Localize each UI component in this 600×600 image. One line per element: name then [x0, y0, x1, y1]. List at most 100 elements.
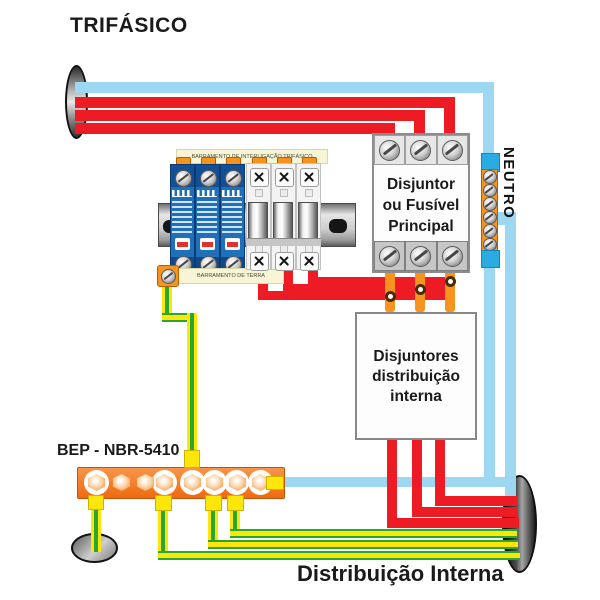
- neutral-wire-top-horizontal: [75, 82, 494, 93]
- breaker-module-1: [246, 157, 271, 271]
- neutral-bus-screw: [482, 237, 497, 251]
- dps-rating-text: [197, 201, 217, 235]
- diagram-title: TRIFÁSICO: [70, 14, 188, 37]
- neutral-bus-screw: [482, 197, 497, 211]
- distribution-label-line3: interna: [390, 388, 442, 405]
- breaker-toggle: [248, 202, 268, 242]
- phase-l2-wire-horizontal: [75, 110, 425, 121]
- breaker-module-3: [296, 157, 321, 271]
- dps-terminal-comb: [222, 190, 242, 197]
- terminal-cell: [405, 135, 437, 165]
- earth-wire-dps-vertical-2: [187, 313, 197, 453]
- dps-status-window: [225, 238, 240, 250]
- dps-status-window: [200, 238, 215, 250]
- earth-wire-bep6-vertical: [208, 510, 218, 549]
- breaker-bottom-screw: [275, 252, 294, 271]
- terminal-screw: [379, 139, 401, 161]
- breaker-toggle: [273, 202, 293, 242]
- breaker-bottom-screw: [250, 252, 269, 271]
- earth-wire-ground-rod: [91, 509, 101, 552]
- earth-wire-bep7-horizontal: [230, 529, 517, 538]
- dps-module-2: [195, 157, 220, 277]
- phase-l1-wire-vertical: [444, 97, 455, 137]
- main-breaker-label: Disjuntor ou Fusível Principal: [374, 174, 468, 237]
- wire-lug-top5: [184, 450, 200, 468]
- dps-module-3: [220, 157, 245, 277]
- earth-wire-bep6-horizontal: [208, 540, 518, 549]
- earth-wire-bep4-horizontal: [158, 551, 520, 560]
- phase-l1-wire-horizontal: [75, 97, 455, 108]
- neutral-wire-bus-down-vertical: [484, 266, 495, 487]
- dps-terminal-comb: [197, 190, 217, 197]
- breaker-out-l3-horizontal: [308, 277, 455, 286]
- dist-l2-vertical: [412, 440, 422, 517]
- neutral-bus-screw: [482, 224, 497, 238]
- terminal-screw: [379, 245, 401, 267]
- bep-hex-terminal-1: [87, 474, 106, 491]
- load-wire-l1: [385, 268, 395, 312]
- neutral-wire-top-vertical: [483, 82, 494, 158]
- breaker-bottom-screw: [300, 252, 319, 271]
- dps-top-screw: [200, 170, 217, 187]
- wire-lug-bottom1: [88, 495, 104, 510]
- dist-l2-horizontal: [412, 507, 517, 517]
- breaker-module-2: [271, 157, 296, 271]
- din-rail-slot-right: [329, 219, 347, 233]
- distribution-label-line1: Disjuntores: [373, 348, 459, 365]
- neutral-bep-bond-wire: [282, 477, 512, 487]
- neutral-bus-screw: [482, 183, 497, 197]
- wire-lug-right8: [266, 476, 284, 490]
- earth-wire-dps-vertical-1: [162, 284, 172, 322]
- main-breaker-label-line3: Principal: [388, 218, 454, 235]
- breaker-out-l2-horizontal: [283, 284, 455, 293]
- terminal-cell: [405, 241, 437, 271]
- terminal-cell: [436, 241, 468, 271]
- terminal-cell: [374, 241, 406, 271]
- neutral-bus-bottom-connector: [481, 250, 500, 268]
- neutral-branch-vertical: [505, 212, 516, 500]
- dps-status-flag: [227, 242, 238, 247]
- breaker-out-l2-vertical: [283, 269, 293, 293]
- dps-module-1: [170, 157, 195, 277]
- distribution-breakers-box: Disjuntores distribuição interna: [355, 312, 477, 440]
- breaker-out-l1-horizontal: [258, 291, 455, 300]
- breaker-top-screw: [300, 168, 319, 187]
- earth-wire-bep4-vertical: [158, 510, 168, 560]
- terminal-cell: [436, 135, 468, 165]
- breaker-top-screw: [275, 168, 294, 187]
- bep-hex-terminal-3: [136, 474, 155, 491]
- dps-terminal-comb: [172, 190, 192, 197]
- bep-hex-terminal-7: [228, 474, 247, 491]
- terminal-screw: [161, 269, 176, 284]
- dps-rating-text: [222, 201, 242, 235]
- phase-l3-wire-horizontal: [75, 123, 395, 134]
- terminal-cell: [374, 135, 406, 165]
- bep-hex-terminal-2: [112, 474, 131, 491]
- main-breaker: Disjuntor ou Fusível Principal: [372, 133, 470, 273]
- dist-l1-vertical: [387, 440, 397, 528]
- main-breaker-label-line1: Disjuntor: [386, 176, 456, 193]
- breaker-crossbar: [247, 238, 321, 246]
- neutral-bus: [481, 169, 498, 252]
- wire-lug-bottom4: [155, 495, 172, 511]
- wire-ring-connector-l3: [445, 276, 456, 287]
- dps-top-screw: [225, 170, 242, 187]
- terminal-screw: [441, 245, 463, 267]
- dist-l1-horizontal: [387, 518, 519, 528]
- dps-status-window: [175, 238, 190, 250]
- bep-label: BEP - NBR-5410: [57, 442, 180, 459]
- terminal-screw: [441, 139, 463, 161]
- breaker-mark: [255, 189, 263, 197]
- neutral-bus-label: NEUTRO: [500, 147, 517, 220]
- terminal-screw: [410, 245, 432, 267]
- dps-status-flag: [177, 242, 188, 247]
- load-wire-l3: [445, 268, 455, 312]
- dps-status-flag: [202, 242, 213, 247]
- main-breaker-bottom-terminals: [374, 241, 468, 271]
- phase-l3-wire-vertical: [384, 123, 395, 137]
- wire-lug-bottom6: [205, 495, 222, 511]
- internal-distribution-label: Distribuição Interna: [297, 561, 504, 586]
- phase-l2-wire-vertical: [414, 110, 425, 137]
- distribution-box-label: Disjuntores distribuição interna: [357, 347, 475, 407]
- earth-bus-label: BARRAMENTO DE TERRA: [178, 268, 284, 284]
